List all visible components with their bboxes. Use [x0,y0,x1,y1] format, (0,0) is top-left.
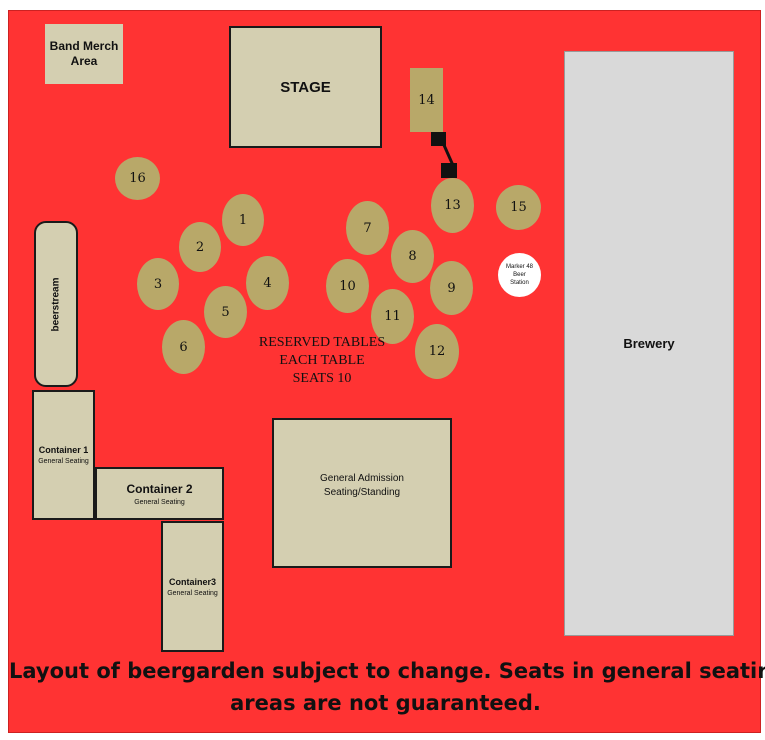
container-2: Container 2 General Seating [95,467,224,520]
table-2: 2 [179,222,221,272]
beerstream: beerstream [34,221,78,387]
band-merch-area: Band Merch Area [45,24,123,84]
table-3: 3 [137,258,179,310]
table-15: 15 [496,185,541,230]
table-10: 10 [326,259,369,313]
table-9: 9 [430,261,473,315]
table-4: 4 [246,256,289,310]
brewery: Brewery [564,51,734,636]
general-admission-area: General Admission Seating/Standing [272,418,452,568]
table-7: 7 [346,201,389,255]
stage: STAGE [229,26,382,148]
marker-48-beer-station: Marker 48 Beer Station [498,253,541,297]
table-11: 11 [371,289,414,344]
table-12: 12 [415,324,459,379]
table-1: 1 [222,194,264,246]
table-14-connector-block [431,132,446,146]
container-3: Container3 General Seating [161,521,224,652]
table-14: 14 [410,68,443,132]
table-5: 5 [204,286,247,338]
table-6: 6 [162,320,205,374]
table-8: 8 [391,230,434,283]
table-14-connector-block [441,163,457,178]
table-13: 13 [431,178,474,233]
reserved-tables-label: RESERVED TABLES EACH TABLE SEATS 10 [258,335,386,386]
container-1: Container 1 General Seating [32,390,95,520]
beergarden-map: Band Merch Area STAGE Brewery beerstream… [8,10,765,733]
layout-disclaimer: Layout of beergarden subject to change. … [9,659,765,715]
table-16: 16 [115,157,160,200]
